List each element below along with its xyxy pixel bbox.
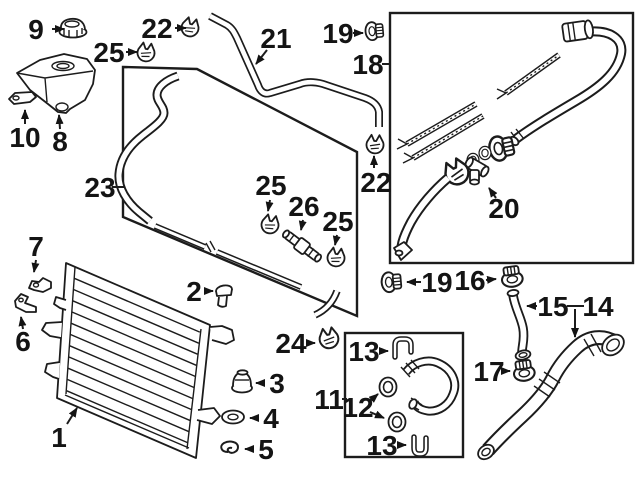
callout-26: 26 xyxy=(288,191,320,231)
hose-clamp-24-icon xyxy=(316,325,341,351)
callouts: 9 22 25 10 8 21 19 18 xyxy=(9,13,614,465)
cable-tie-icons xyxy=(396,52,561,164)
callout-13-bottom: 13 xyxy=(366,430,407,461)
callout-23-label: 23 xyxy=(84,172,115,203)
hose-clamp-16-icon xyxy=(499,264,525,290)
callout-15-label: 15 xyxy=(537,291,568,322)
callout-6: 6 xyxy=(15,316,31,357)
callout-25-label: 25 xyxy=(93,37,124,68)
lower-hoses-illustration xyxy=(135,15,625,461)
callout-8: 8 xyxy=(52,114,68,157)
callout-23: 23 xyxy=(84,172,124,203)
pipe-break-marks xyxy=(205,240,216,253)
callout-18: 18 xyxy=(352,49,391,80)
callout-25-a: 25 xyxy=(255,170,287,212)
hose-clamp-19-icon xyxy=(379,270,403,294)
hose-clamp-25-icon xyxy=(135,41,157,64)
callout-21-label: 21 xyxy=(260,23,291,54)
callout-16: 16 xyxy=(454,265,497,296)
callout-26-label: 26 xyxy=(288,191,319,222)
grommet-3-icon xyxy=(231,369,253,394)
callout-1: 1 xyxy=(51,407,78,453)
callout-15: 15 xyxy=(526,291,569,322)
callout-1-label: 1 xyxy=(51,422,67,453)
callout-4-label: 4 xyxy=(263,403,279,434)
callout-3: 3 xyxy=(255,368,285,399)
hose-clamp-17-icon xyxy=(511,358,537,384)
radiator-core xyxy=(56,262,211,459)
coolant-reservoir-icon xyxy=(16,53,96,114)
callout-7-label: 7 xyxy=(28,231,44,262)
reservoir-bracket-icon xyxy=(8,91,37,105)
callout-19-label: 19 xyxy=(322,18,353,49)
clip-5-icon xyxy=(220,440,240,454)
callout-22-mid: 22 xyxy=(360,155,392,198)
hose-clamp-19-icon xyxy=(363,20,385,42)
radiator-bracket-6-icon xyxy=(14,293,37,313)
callout-13-label: 13 xyxy=(348,336,379,367)
callout-22-label: 22 xyxy=(360,167,391,198)
bushing-icon xyxy=(478,145,492,161)
callout-3-label: 3 xyxy=(269,368,285,399)
callout-17-label: 17 xyxy=(473,356,504,387)
callout-20-label: 20 xyxy=(488,193,519,224)
callout-11: 11 xyxy=(314,384,347,415)
callout-17: 17 xyxy=(473,356,511,387)
callout-12-label: 12 xyxy=(342,392,373,423)
bleeder-valve-26-icon xyxy=(281,229,323,263)
callout-6-label: 6 xyxy=(15,326,31,357)
hose-connector-icon xyxy=(561,19,594,43)
drain-plug-2-icon xyxy=(215,284,233,308)
radiator-fins xyxy=(66,277,201,444)
callout-11-label: 11 xyxy=(314,384,344,415)
callout-7: 7 xyxy=(28,231,44,273)
heater-hose-assembly-contents xyxy=(393,19,627,261)
callout-24-label: 24 xyxy=(275,328,307,359)
callout-8-label: 8 xyxy=(52,126,68,157)
callout-9-label: 9 xyxy=(28,14,44,45)
o-ring-12-icon xyxy=(387,411,407,433)
callout-22-label: 22 xyxy=(141,13,172,44)
inset-box-oil-cooler-hose xyxy=(343,331,465,459)
callout-21: 21 xyxy=(255,23,292,65)
callout-10: 10 xyxy=(9,109,41,153)
reservoir-tank-illustration xyxy=(8,17,96,114)
callout-13-top: 13 xyxy=(348,336,389,367)
vent-hose-23-contents xyxy=(114,71,347,319)
callout-16-label: 16 xyxy=(454,265,485,296)
callout-18-label: 18 xyxy=(352,49,383,80)
callout-19-mid: 19 xyxy=(406,267,453,298)
callout-4: 4 xyxy=(249,403,279,434)
callout-12: 12 xyxy=(342,392,385,423)
callout-25-b: 25 xyxy=(322,206,354,246)
radiator-bracket-7-icon xyxy=(28,277,52,293)
callout-9: 9 xyxy=(28,14,65,45)
callout-20: 20 xyxy=(488,187,520,224)
o-ring-12-icon xyxy=(378,376,398,398)
callout-24: 24 xyxy=(275,328,316,359)
callout-5: 5 xyxy=(244,434,274,465)
callout-25-label: 25 xyxy=(255,170,286,201)
callout-25-label: 25 xyxy=(322,206,353,237)
washer-4-icon xyxy=(221,409,245,425)
bypass-hose-contents xyxy=(378,336,460,457)
callout-2-label: 2 xyxy=(186,276,202,307)
callout-19-label: 19 xyxy=(421,267,452,298)
callout-22-top: 22 xyxy=(141,13,187,44)
callout-19-top: 19 xyxy=(322,18,364,49)
callout-14: 14 xyxy=(567,291,614,338)
callout-13-label: 13 xyxy=(366,430,397,461)
radiator-illustration xyxy=(14,262,253,459)
callout-2: 2 xyxy=(186,276,214,307)
callout-25-top: 25 xyxy=(93,37,138,68)
callout-5-label: 5 xyxy=(258,434,274,465)
callout-10-label: 10 xyxy=(9,122,40,153)
vent-hose-21-illustration xyxy=(208,12,383,127)
callout-14-label: 14 xyxy=(582,291,614,322)
hose-clamp-22-icon xyxy=(365,133,385,155)
